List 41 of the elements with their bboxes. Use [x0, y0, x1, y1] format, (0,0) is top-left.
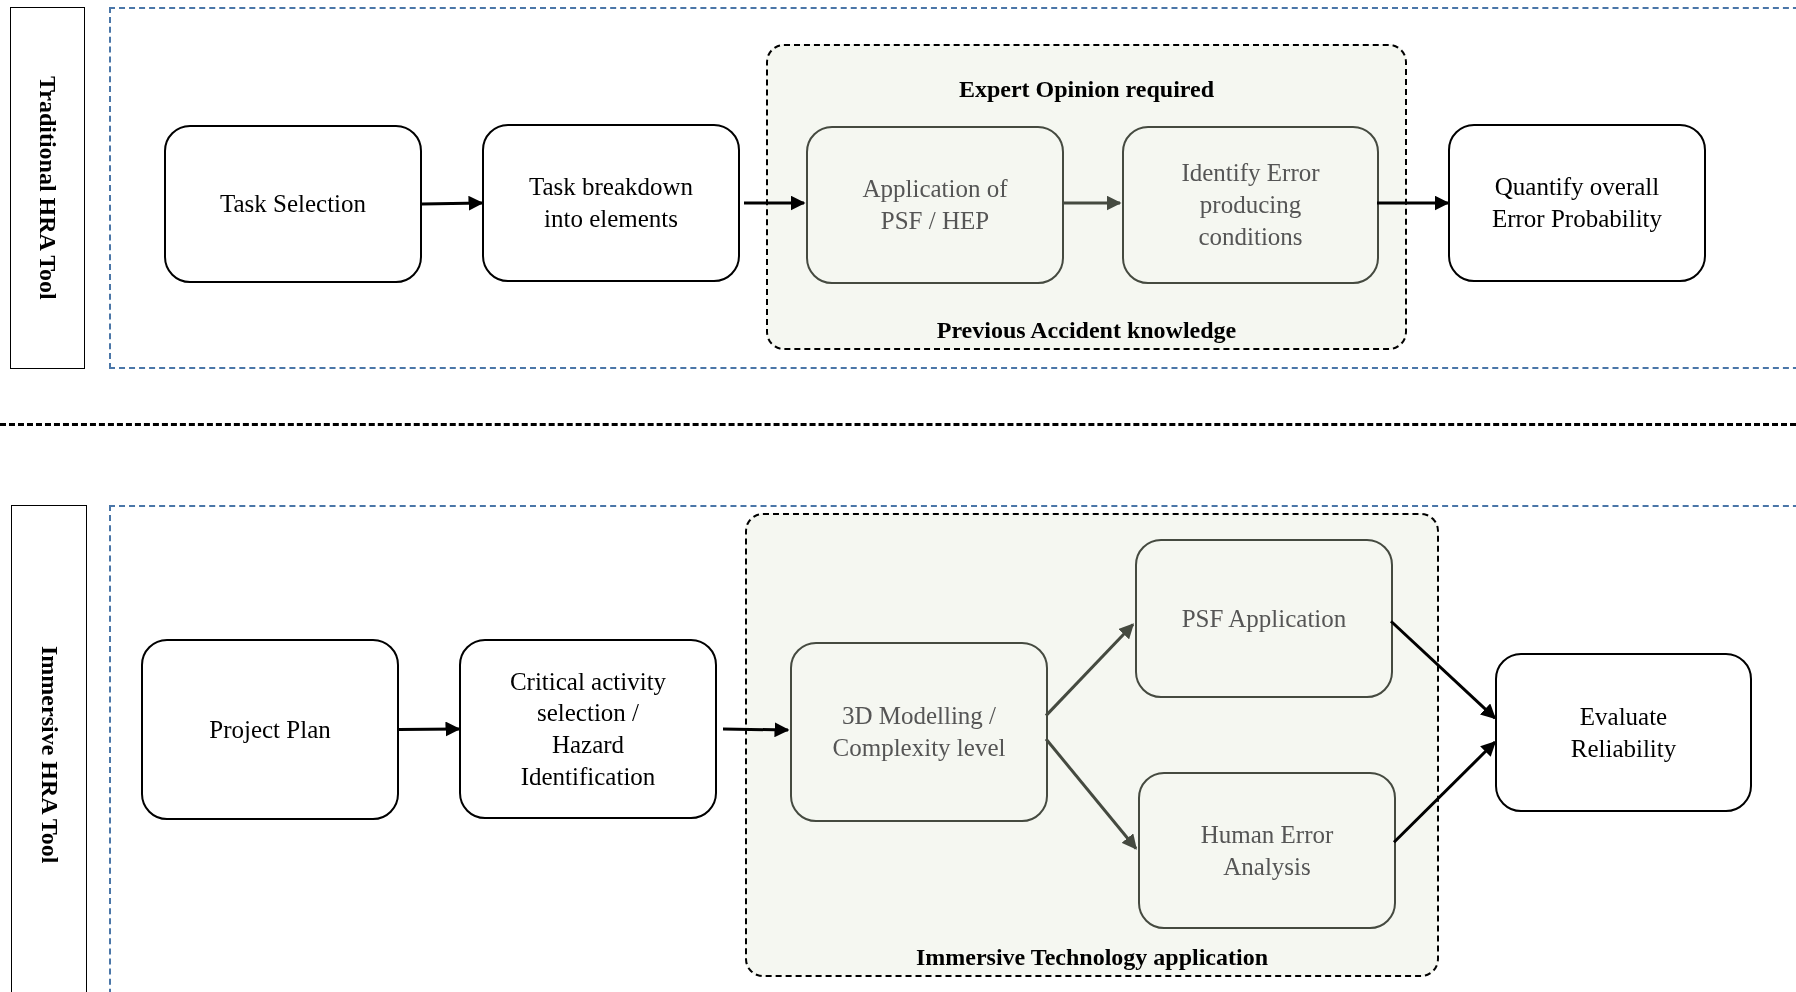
lane-label-box	[11, 505, 87, 992]
process-label: Quantify overall Error Probability	[1490, 172, 1664, 234]
arrow	[421, 195, 484, 211]
process-label: Task breakdown into elements	[527, 172, 695, 234]
arrow	[399, 721, 461, 737]
group-heading: Expert Opinion required	[957, 76, 1216, 103]
process-box	[482, 124, 740, 282]
arrow	[1392, 740, 1497, 844]
arrow	[722, 722, 790, 738]
process-label: Evaluate Reliability	[1569, 701, 1678, 764]
process-label: Identify Error producing conditions	[1180, 158, 1321, 252]
lane-label-box	[10, 7, 85, 369]
process-box	[806, 126, 1064, 284]
arrow	[1389, 620, 1497, 720]
process-label: Critical activity selection / Hazard Identification	[508, 666, 668, 792]
process-box	[141, 639, 399, 820]
process-box	[1495, 653, 1752, 812]
group-container	[745, 513, 1439, 977]
process-box	[164, 125, 422, 283]
process-label: PSF Application	[1181, 603, 1347, 634]
lane-title: Traditional HRA Tool	[34, 76, 61, 300]
process-label: Human Error Analysis	[1199, 819, 1335, 882]
arrow	[1377, 195, 1450, 211]
process-box	[1448, 124, 1706, 282]
lane-title: Immersive HRA Tool	[35, 646, 63, 864]
process-label: Project Plan	[209, 714, 331, 745]
process-box	[1135, 539, 1393, 698]
process-box	[790, 642, 1048, 822]
process-box	[1122, 126, 1379, 284]
process-label: Application of PSF / HEP	[861, 174, 1009, 236]
process-box	[1138, 772, 1396, 929]
arrow	[1044, 738, 1138, 850]
process-label: 3D Modelling / Complexity level	[832, 701, 1006, 763]
arrow	[1062, 195, 1122, 211]
group-heading: Immersive Technology application	[915, 944, 1269, 971]
process-label: Task Selection	[219, 189, 367, 220]
process-box	[459, 639, 717, 819]
arrow	[744, 195, 806, 211]
group-container	[766, 44, 1407, 350]
arrow	[1044, 623, 1135, 717]
group-heading: Previous Accident knowledge	[935, 317, 1238, 344]
